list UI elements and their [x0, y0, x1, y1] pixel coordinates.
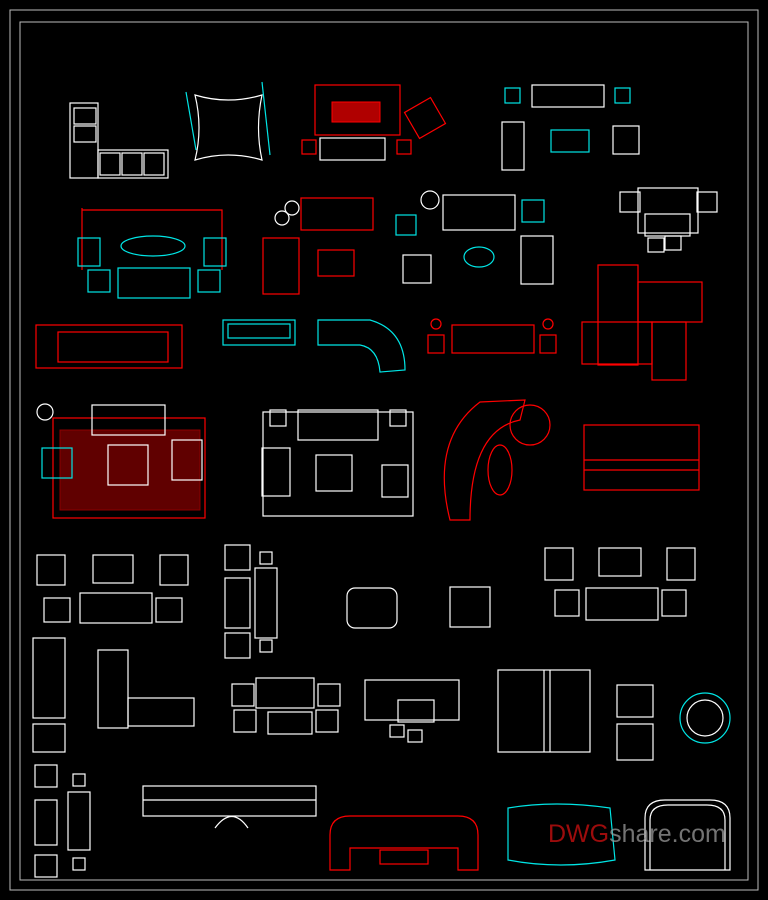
armchair-block	[346, 587, 398, 629]
cyan-sofa-set-block	[501, 84, 640, 171]
red-curved-sofa-block	[443, 399, 551, 521]
l-shaped-sofa-block-2	[97, 649, 195, 729]
cushion-block	[185, 81, 271, 161]
drawing-frame-outer	[9, 9, 759, 891]
two-chairs-block	[616, 684, 654, 761]
red-rug-living-set-block	[36, 403, 206, 519]
long-sofa-block	[142, 785, 317, 829]
armchair-table-set-block	[619, 187, 718, 253]
cyan-loveseat-block	[507, 803, 616, 866]
side-table-block	[449, 586, 491, 628]
sofa-set-block-2	[544, 547, 696, 621]
red-sofa-set-block	[301, 84, 447, 161]
white-living-set-block	[261, 409, 414, 517]
vertical-sofa-set-block	[224, 544, 278, 659]
double-bed-block	[497, 669, 591, 753]
watermark-prefix: DWG	[548, 820, 610, 848]
straight-sofa-vertical-block	[32, 637, 66, 753]
red-curved-long-sofa-block	[329, 815, 479, 871]
red-sectional-sofa-block	[35, 324, 183, 369]
cyan-corner-sofa-block	[317, 319, 406, 373]
armchair-outline-block	[644, 799, 731, 871]
sofa-set-with-rug-block	[77, 208, 227, 299]
sofa-set-block-1	[36, 554, 189, 624]
white-sofa-set-block	[395, 190, 554, 285]
red-bench-block	[583, 424, 700, 491]
red-sofa-with-lamps-block	[427, 318, 557, 354]
l-shaped-sofa-block	[69, 102, 169, 179]
round-rug-block	[679, 692, 731, 744]
red-l-shaped-table-block	[581, 264, 703, 381]
watermark: DWGshare.com	[548, 820, 726, 849]
cyan-straight-sofa-block	[222, 319, 296, 346]
drawing-frame-inner	[19, 21, 749, 881]
armchair-table-set-block-2	[364, 679, 460, 743]
red-patterned-sofa-block	[262, 197, 374, 295]
small-vertical-set-block	[34, 764, 91, 878]
sofa-set-block-3	[231, 677, 341, 735]
watermark-suffix: share.com	[609, 820, 726, 848]
